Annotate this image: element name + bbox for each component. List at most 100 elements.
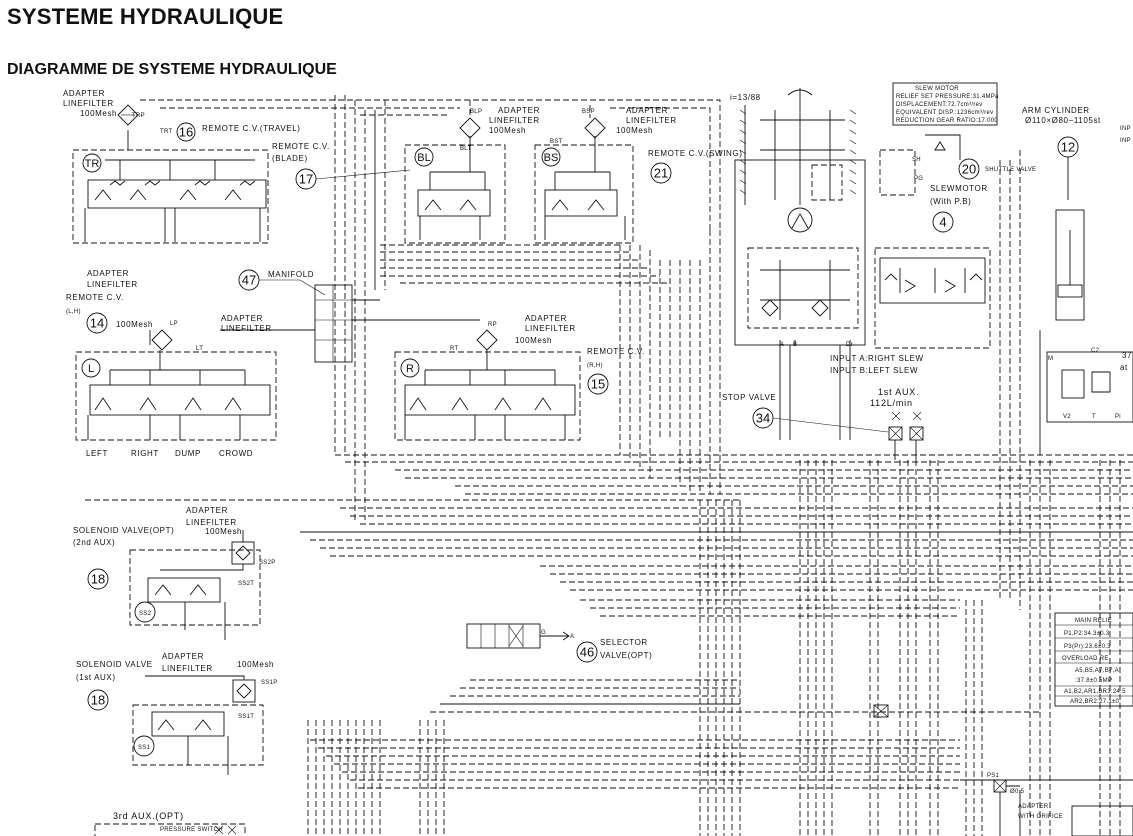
valve-bs-label: BS xyxy=(544,152,559,164)
label: Ø110×Ø80−1105st xyxy=(1025,116,1101,125)
right-valve-block xyxy=(1046,351,1133,423)
slew-motor-assembly xyxy=(734,88,916,346)
port-label: SS1T xyxy=(238,714,254,720)
label: LINEFILTER xyxy=(489,116,540,125)
label: SELECTOR xyxy=(600,638,648,647)
label: SLEW MOTOR xyxy=(915,86,959,92)
label: 3rd AUX.(OPT) xyxy=(113,811,184,821)
table-cell: A5,B5,A7,B7,A xyxy=(1075,668,1119,674)
port-label: A xyxy=(780,342,784,348)
label: ADAPTER xyxy=(525,314,567,323)
ss1-badge xyxy=(133,735,155,757)
callout-4 xyxy=(932,211,954,233)
callout-16 xyxy=(176,122,196,142)
callout-number: 15 xyxy=(591,376,605,391)
label: INP xyxy=(1120,126,1131,132)
diagram-subtitle: DIAGRAMME DE SYSTEME HYDRAULIQUE xyxy=(7,61,337,78)
port-label: RT xyxy=(450,346,459,352)
callout-number: 16 xyxy=(179,124,193,139)
label: SS2 xyxy=(139,611,152,617)
label: ADAPTER xyxy=(186,506,228,515)
callout-number: 18 xyxy=(91,571,105,586)
label: LINEFILTER xyxy=(525,324,576,333)
label: (With P.B) xyxy=(930,197,971,206)
label: SHUTTLE VALVE xyxy=(985,167,1036,173)
label: ADAPTER xyxy=(63,89,105,98)
stop-valves xyxy=(888,411,924,460)
valve-tr-label: TR xyxy=(85,158,100,170)
label: 1st AUX. xyxy=(878,387,919,397)
label: Ø0.5 xyxy=(1010,789,1025,795)
port-label: SH xyxy=(912,157,921,163)
slew-brake-valve xyxy=(874,247,991,349)
label: RIGHT xyxy=(131,449,159,458)
callout-number: 18 xyxy=(91,692,105,707)
label: RELIEF SET PRESSURE:31.4MPa xyxy=(896,94,999,100)
label: (BLADE) xyxy=(272,154,308,163)
port-label: SS2T xyxy=(238,581,254,587)
ss2-badge xyxy=(134,601,156,623)
callout-18b xyxy=(87,689,109,711)
valve-bl-label: BL xyxy=(417,152,430,164)
label: i=13/88 xyxy=(730,93,761,102)
main-relief-table xyxy=(1054,612,1133,707)
callout-number: 46 xyxy=(580,644,594,659)
solenoid-valve-1st-aux xyxy=(132,675,264,775)
arm-cylinder xyxy=(1055,209,1085,321)
port-label: SS1P xyxy=(261,680,278,686)
label: DISPLACEMENT:72.7cm³/rev xyxy=(896,102,983,108)
callout-46 xyxy=(576,641,598,663)
port-label: BST xyxy=(550,139,563,145)
callout-number: 34 xyxy=(756,410,770,425)
callout-number: 14 xyxy=(90,315,104,330)
table-header: MAIN RELIE xyxy=(1075,618,1112,624)
label: INPUT A:RIGHT SLEW xyxy=(830,354,924,363)
check-valve-box xyxy=(873,704,889,718)
valve-bl-badge xyxy=(414,147,434,167)
label: DUMP xyxy=(175,449,201,458)
label: (L,H) xyxy=(66,309,81,315)
remote-cv-travel xyxy=(72,104,269,244)
table-cell: :37.8±0.5MP xyxy=(1075,678,1112,684)
label: SOLENOID VALVE xyxy=(76,660,153,669)
bottom-right-block xyxy=(1071,805,1133,836)
label: ADAPTER xyxy=(626,106,668,115)
label: ADAPTER xyxy=(87,269,129,278)
port-label: BLT xyxy=(460,146,471,152)
manifold xyxy=(149,284,480,363)
port-label: SS2P xyxy=(259,560,276,566)
remote-cv-blade xyxy=(404,117,506,244)
callout-number: 21 xyxy=(654,165,668,180)
label: SOLENOID VALVE(OPT) xyxy=(73,526,174,535)
remote-cv-rh xyxy=(394,329,581,441)
label: REMOTE C.V. xyxy=(272,142,330,151)
solenoid-valve-2nd-aux xyxy=(129,530,261,640)
label: ADAPTER xyxy=(162,652,204,661)
port-label: PS1 xyxy=(987,773,1000,779)
port-label: Dr xyxy=(846,342,853,348)
label: EQUIVALENT DISP.:1236cm³/rev xyxy=(896,110,993,116)
label: LINEFILTER xyxy=(221,324,272,333)
valve-r-badge xyxy=(400,358,420,378)
label: SLEWMOTOR xyxy=(930,184,988,193)
label: 112L/min xyxy=(870,398,913,408)
slew-spec-box xyxy=(892,82,998,126)
label: (2nd AUX) xyxy=(73,538,115,547)
valve-tr-badge xyxy=(82,153,102,173)
label: LINEFILTER xyxy=(63,99,114,108)
callout-number: 47 xyxy=(242,272,256,287)
label: WITH ORIFICE xyxy=(1018,814,1063,820)
port-label: G xyxy=(541,630,546,636)
label: LINEFILTER xyxy=(626,116,677,125)
port-label: Pi xyxy=(1115,414,1121,420)
port-label: B xyxy=(793,342,797,348)
table-header: OVERLOAD RE xyxy=(1062,656,1109,662)
label: ADAPTER xyxy=(221,314,263,323)
label: (R,H) xyxy=(587,363,603,369)
callout-14 xyxy=(86,312,108,334)
label: 100Mesh xyxy=(515,336,552,345)
label: INP xyxy=(1120,138,1131,144)
label: 100Mesh xyxy=(237,660,274,669)
